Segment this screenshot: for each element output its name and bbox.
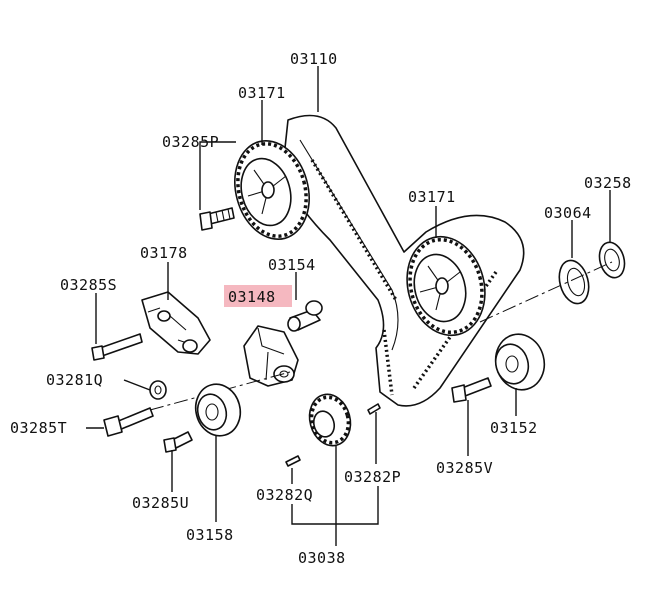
label-03152[interactable]: 03152 <box>490 419 538 437</box>
idler-pulley-03158[interactable] <box>190 379 246 441</box>
timing-belt-03110[interactable] <box>281 114 525 407</box>
label-03110[interactable]: 03110 <box>290 50 338 68</box>
spacer-03258[interactable] <box>596 240 628 281</box>
label-03154[interactable]: 03154 <box>268 256 316 274</box>
washer-03281Q[interactable] <box>149 380 167 400</box>
label-03281Q[interactable]: 03281Q <box>46 371 103 389</box>
label-03171-right[interactable]: 03171 <box>408 188 456 206</box>
seal-03064[interactable] <box>555 257 593 307</box>
key-03282Q[interactable] <box>285 455 301 467</box>
key-03282P[interactable] <box>367 403 381 415</box>
label-03285T[interactable]: 03285T <box>10 419 67 437</box>
label-03158[interactable]: 03158 <box>186 526 234 544</box>
part-labels: 03110 03171 03285P 03258 03064 03171 031… <box>10 50 632 567</box>
label-03064[interactable]: 03064 <box>544 204 592 222</box>
bolt-03285S[interactable] <box>91 333 143 361</box>
label-03285S[interactable]: 03285S <box>60 276 117 294</box>
bolt-03285V[interactable] <box>451 377 492 403</box>
tensioner-bracket-03148[interactable] <box>243 325 299 387</box>
label-03178[interactable]: 03178 <box>140 244 188 262</box>
bolt-03285U[interactable] <box>163 431 193 453</box>
label-03171-top[interactable]: 03171 <box>238 84 286 102</box>
label-03282P[interactable]: 03282P <box>344 468 401 486</box>
bolt-03285P[interactable] <box>199 207 235 231</box>
label-03285P[interactable]: 03285P <box>162 133 219 151</box>
idler-pulley-03152[interactable] <box>490 329 551 396</box>
label-03282Q[interactable]: 03282Q <box>256 486 313 504</box>
camshaft-sprocket-lower[interactable] <box>396 228 495 344</box>
camshaft-sprocket-upper[interactable] <box>224 132 319 247</box>
pin-03154[interactable] <box>287 300 323 332</box>
tensioner-03178[interactable] <box>141 291 211 355</box>
label-03258[interactable]: 03258 <box>584 174 632 192</box>
bolt-03285T[interactable] <box>103 407 154 437</box>
label-03148[interactable]: 03148 <box>228 288 276 306</box>
label-03285U[interactable]: 03285U <box>132 494 189 512</box>
leader-lines <box>86 66 611 546</box>
highlight-box <box>224 285 292 307</box>
label-03038[interactable]: 03038 <box>298 549 346 567</box>
label-03285V[interactable]: 03285V <box>436 459 493 477</box>
crank-sprocket-03038[interactable] <box>304 390 356 451</box>
